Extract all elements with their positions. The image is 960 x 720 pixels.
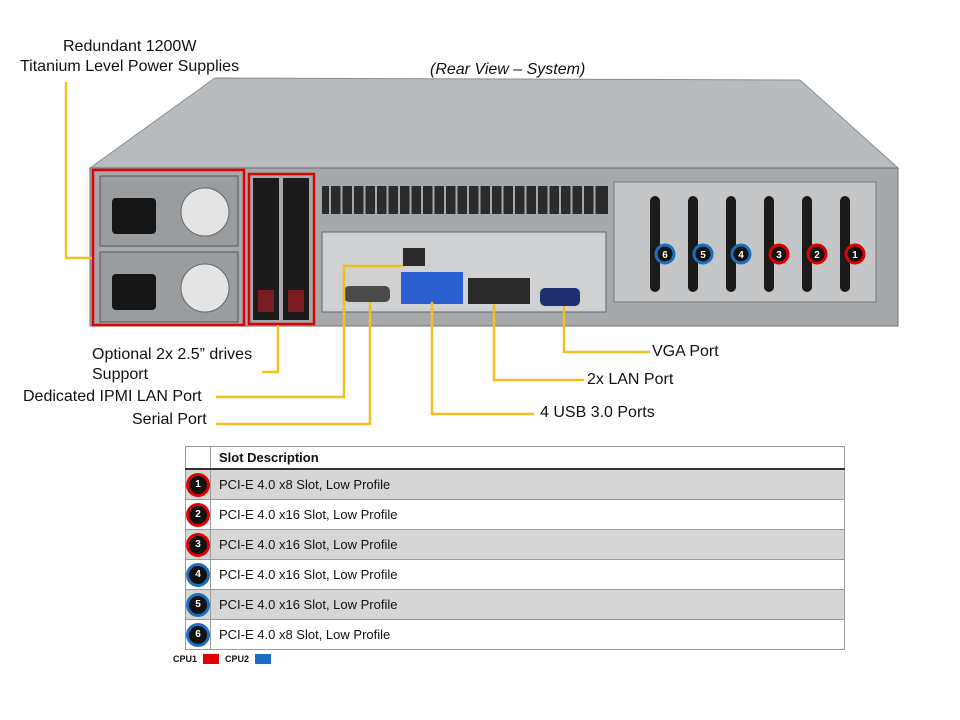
callout-power-line2: Titanium Level Power Supplies xyxy=(20,58,240,75)
callout-lan: 2x LAN Port xyxy=(587,371,674,388)
serial-port xyxy=(344,286,390,302)
slot-number-badge: 6 xyxy=(186,623,210,647)
callout-power-line1: Redundant 1200W xyxy=(63,38,197,55)
slot-opening xyxy=(764,196,774,292)
slot-description-table: Slot Description 1 PCI-E 4.0 x8 Slot, Lo… xyxy=(185,446,845,650)
table-row: 1 PCI-E 4.0 x8 Slot, Low Profile xyxy=(185,468,845,500)
slot-badge-number: 5 xyxy=(700,250,706,261)
psu-highlight-box xyxy=(91,168,246,327)
callout-lines xyxy=(64,82,650,426)
slot-number-badge: 2 xyxy=(186,503,210,527)
legend-cpu1-label: CPU1 xyxy=(173,654,198,664)
table-row: 6 PCI-E 4.0 x8 Slot, Low Profile xyxy=(185,619,845,650)
table-row: 2 PCI-E 4.0 x16 Slot, Low Profile xyxy=(185,499,845,530)
drive-release-latch xyxy=(288,290,304,312)
fan-grille-icon xyxy=(180,263,230,313)
slot-opening xyxy=(802,196,812,292)
slot-description: PCI-E 4.0 x8 Slot, Low Profile xyxy=(210,468,845,500)
slot-badge-ring xyxy=(806,243,828,265)
table-header-row: Slot Description xyxy=(185,446,845,470)
legend-cpu1-swatch xyxy=(203,654,220,664)
table-header-num xyxy=(185,446,211,470)
slot-description: PCI-E 4.0 x8 Slot, Low Profile xyxy=(210,619,845,650)
slot-number-badge: 3 xyxy=(186,533,210,557)
drive-bays xyxy=(253,178,309,320)
diagram-subtitle: (Rear View – System) xyxy=(430,61,586,78)
slot-rows: 1 PCI-E 4.0 x8 Slot, Low Profile 2 PCI-E… xyxy=(185,468,845,650)
slot-number-badge: 1 xyxy=(186,473,210,497)
slot-badge-ring xyxy=(654,243,676,265)
legend-cpu2-swatch xyxy=(255,654,272,664)
chassis-top xyxy=(88,77,900,169)
slot-badge-number: 1 xyxy=(852,250,858,261)
table-row: 4 PCI-E 4.0 x16 Slot, Low Profile xyxy=(185,559,845,590)
slot-badge-ring xyxy=(844,243,866,265)
cpu-legend: CPU1 CPU2 xyxy=(173,654,272,664)
callout-ipmi: Dedicated IPMI LAN Port xyxy=(23,388,202,405)
slot-badge-ring xyxy=(692,243,714,265)
slot-description: PCI-E 4.0 x16 Slot, Low Profile xyxy=(210,559,845,590)
table-row: 5 PCI-E 4.0 x16 Slot, Low Profile xyxy=(185,589,845,620)
vga-port xyxy=(540,288,580,306)
power-inlet-icon xyxy=(112,274,156,310)
slot-badge-ring xyxy=(768,243,790,265)
slot-badge-number: 2 xyxy=(814,250,820,261)
vent-bars xyxy=(329,186,596,214)
slot-opening xyxy=(688,196,698,292)
ipmi-lan-port xyxy=(403,248,425,266)
slot-number-badge: 4 xyxy=(186,563,210,587)
legend-cpu2-label: CPU2 xyxy=(225,654,250,664)
slot-openings xyxy=(650,196,850,292)
lan-ports xyxy=(468,278,530,304)
callout-drives-line1: Optional 2x 2.5” drives xyxy=(92,346,253,363)
callout-drives-line2: Support xyxy=(92,366,149,383)
table-row: 3 PCI-E 4.0 x16 Slot, Low Profile xyxy=(185,529,845,560)
slot-opening xyxy=(726,196,736,292)
slot-badges: 6 5 4 3 2 1 xyxy=(654,243,866,265)
drives-highlight-box xyxy=(247,172,316,326)
callout-vga: VGA Port xyxy=(652,343,719,360)
fan-grille-icon xyxy=(180,187,230,237)
slot-description: PCI-E 4.0 x16 Slot, Low Profile xyxy=(210,589,845,620)
slot-badge-ring xyxy=(730,243,752,265)
slot-badge-number: 6 xyxy=(662,250,668,261)
drive-release-latch xyxy=(258,290,274,312)
usb-ports xyxy=(401,272,463,304)
power-supplies xyxy=(99,175,239,323)
power-inlet-icon xyxy=(112,198,156,234)
callout-serial: Serial Port xyxy=(132,411,207,428)
slot-badge-number: 3 xyxy=(776,250,782,261)
slot-opening xyxy=(840,196,850,292)
callout-usb: 4 USB 3.0 Ports xyxy=(540,404,655,421)
table-header-description: Slot Description xyxy=(210,446,845,470)
slot-opening xyxy=(650,196,660,292)
slot-description: PCI-E 4.0 x16 Slot, Low Profile xyxy=(210,529,845,560)
slot-badge-number: 4 xyxy=(738,250,744,261)
slot-number-badge: 5 xyxy=(186,593,210,617)
slot-description: PCI-E 4.0 x16 Slot, Low Profile xyxy=(210,499,845,530)
